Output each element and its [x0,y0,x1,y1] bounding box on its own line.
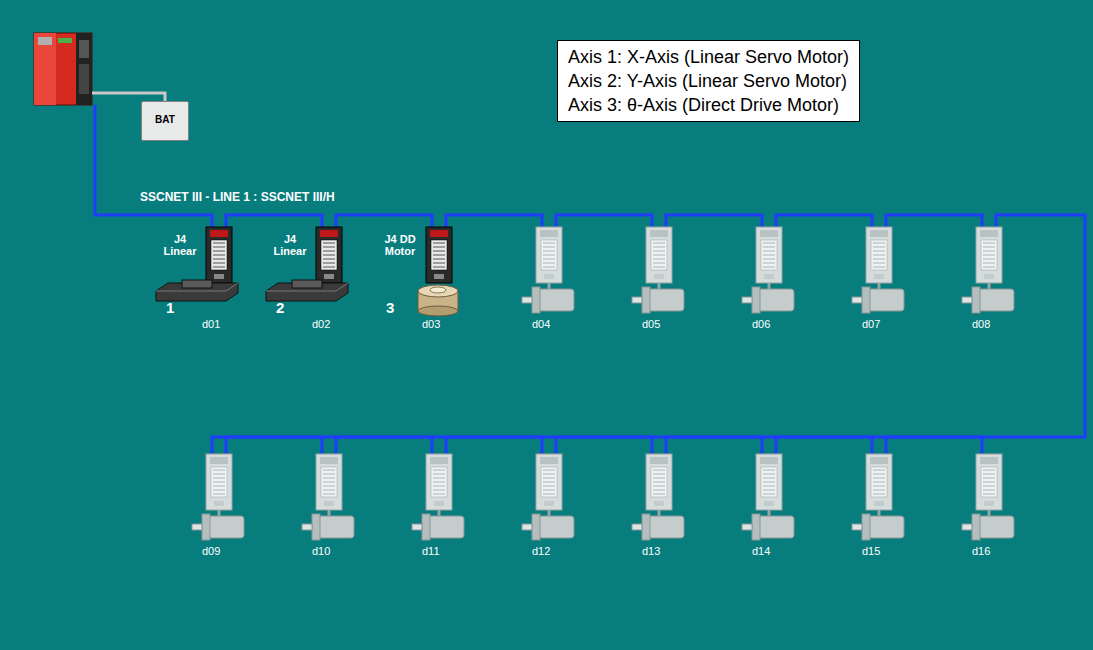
sscnet-cable [886,437,982,454]
sscnet-cable [556,215,652,227]
station-number: d06 [752,318,770,330]
sscnet-cable [446,215,542,227]
servo-amplifier: J4 Linear 2 d02 [256,225,366,333]
servo-drawing [586,452,696,546]
amp-model: J4 DD Motor [380,233,420,257]
sscnet-cable [556,437,652,454]
motion-controller [34,33,92,105]
servo-drawing [696,225,806,319]
station-number: d07 [862,318,880,330]
servo-amplifier: d05 [586,225,696,333]
servo-drawing [586,225,696,319]
sscnet-cable [336,437,432,454]
axis-description: Axis 3: θ-Axis (Direct Drive Motor) [568,93,849,117]
axis-number: 2 [276,299,284,316]
battery-cable [92,93,165,101]
servo-drawing [366,452,476,546]
servo-drawing [806,452,916,546]
servo-drawing [476,452,586,546]
station-number: d12 [532,545,550,557]
servo-drawing [916,452,1026,546]
axis-description: Axis 2: Y-Axis (Linear Servo Motor) [568,69,849,93]
station-number: d14 [752,545,770,557]
amp-model: J4 Linear [160,233,200,257]
servo-amplifier: d15 [806,452,916,560]
battery-label: BAT [142,114,188,125]
axis-note-box: Axis 1: X-Axis (Linear Servo Motor)Axis … [557,40,860,122]
sscnet-cable [226,215,322,227]
station-number: d13 [642,545,660,557]
station-number: d02 [312,318,330,330]
sscnet-cable [336,215,432,227]
servo-drawing [366,225,476,319]
axis-number: 3 [386,299,394,316]
servo-amplifier: d07 [806,225,916,333]
station-number: d09 [202,545,220,557]
sscnet-cable [226,437,322,454]
servo-drawing [256,452,366,546]
battery-unit: BAT [141,101,189,141]
servo-drawing [806,225,916,319]
servo-drawing [256,225,366,319]
servo-amplifier: d09 [146,452,256,560]
servo-amplifier: d13 [586,452,696,560]
servo-drawing [696,452,806,546]
axis-description: Axis 1: X-Axis (Linear Servo Motor) [568,45,849,69]
station-number: d01 [202,318,220,330]
servo-amplifier: J4 Linear 1 d01 [146,225,256,333]
servo-drawing [476,225,586,319]
sscnet-cable [776,215,872,227]
station-number: d10 [312,545,330,557]
station-number: d03 [422,318,440,330]
network-label: SSCNET III - LINE 1 : SSCNET III/H [140,190,335,204]
station-number: d15 [862,545,880,557]
axis-number: 1 [166,299,174,316]
station-number: d11 [422,545,440,557]
sscnet-cable [666,215,762,227]
servo-amplifier: d14 [696,452,806,560]
servo-drawing [146,452,256,546]
sscnet-cable [776,437,872,454]
station-number: d08 [972,318,990,330]
sscnet-cable [666,437,762,454]
sscnet-cable [446,437,542,454]
sscnet-cable [212,215,1085,454]
servo-drawing [146,225,256,319]
station-number: d05 [642,318,660,330]
servo-amplifier: d11 [366,452,476,560]
station-number: d04 [532,318,550,330]
sscnet-cable [886,215,982,227]
servo-drawing [916,225,1026,319]
servo-amplifier: d10 [256,452,366,560]
servo-amplifier: d06 [696,225,806,333]
servo-amplifier: d16 [916,452,1026,560]
servo-amplifier: d08 [916,225,1026,333]
station-number: d16 [972,545,990,557]
servo-amplifier: d12 [476,452,586,560]
servo-amplifier: d04 [476,225,586,333]
amp-model: J4 Linear [270,233,310,257]
servo-amplifier: J4 DD Motor 3 d03 [366,225,476,333]
